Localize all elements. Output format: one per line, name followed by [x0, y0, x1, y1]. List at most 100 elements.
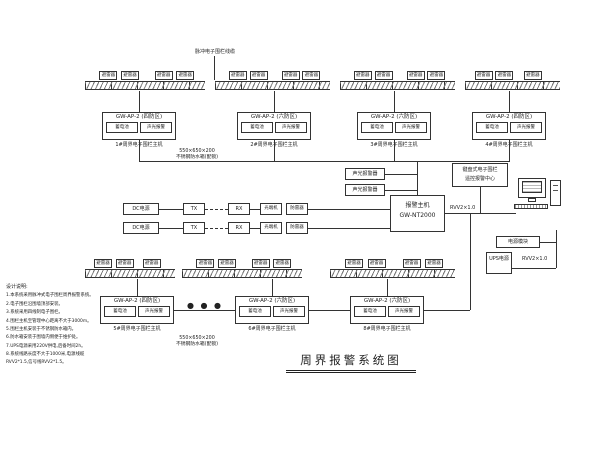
rx-box: RX [228, 203, 250, 215]
fence-segment-2: 避雷器 避雷器 避雷器 避雷器 [215, 70, 330, 92]
connector-line [250, 228, 260, 229]
ups-box: UPS电源 [486, 252, 512, 274]
module-box: 光端机 [260, 222, 282, 234]
arrester-box: 避雷器 [94, 259, 112, 268]
fence-cable-label: 脉冲电子围栏线缆 [194, 49, 235, 55]
fiber-link-line [205, 209, 228, 210]
battery-box: 蓄电池 [239, 306, 271, 317]
arrester-box: 避雷器 [273, 259, 292, 268]
note-item: 4.围栏主机至管理中心距离不大于3000m。 [6, 318, 92, 324]
bus-line [139, 161, 510, 162]
controller-model: GW-AP-2 (六防区) [248, 298, 296, 304]
siren-box: 声光报警 [138, 306, 170, 317]
connector-line [385, 190, 417, 191]
arrester-box: 避雷器 [251, 259, 270, 268]
controller-model: GW-AP-2 (四防区) [113, 298, 161, 304]
connector-line [159, 209, 183, 210]
siren-box: 声光报警 [395, 122, 427, 133]
arrester-box: 避雷器 [142, 259, 161, 268]
note-item: 2.电子围栏沿围墙顶部安装。 [6, 301, 63, 307]
connector-line [274, 91, 275, 112]
controller-caption: 5#周界电子围栏主机 [113, 326, 161, 332]
fence-segment-7: 避雷器 避雷器 避雷器 避雷器 [330, 258, 455, 280]
connector-line [512, 268, 556, 269]
tx-box: TX [183, 222, 205, 234]
note-item: 8.系统线路长度不大于1000米,电源线缆 RVV2*1.5,信号线RVV2*1… [6, 352, 85, 365]
enclosure-label: 不锈钢防水箱(配锁) [175, 342, 219, 347]
leader-line [214, 56, 215, 80]
keyboard-icon [514, 204, 548, 209]
siren-box: 声光报警 [273, 306, 305, 317]
battery-box: 蓄电池 [241, 122, 273, 133]
tx-box: TX [183, 203, 205, 215]
arrester-box: 避雷器 [196, 259, 215, 268]
monitor-stand-icon [528, 198, 536, 202]
note-item: 6.防水箱安装于围墙内侧便于维护处。 [6, 335, 81, 341]
arrester-box: 避雷器 [425, 259, 443, 268]
notes-header: 设计说明: [6, 284, 28, 290]
module-box: 防雷器 [286, 222, 308, 234]
computer-tower-icon [550, 180, 561, 206]
connector-line [139, 140, 140, 161]
arrester-box: 避雷器 [154, 71, 173, 80]
connector-line [470, 213, 471, 310]
fence-band [330, 269, 455, 278]
connector-line [445, 213, 516, 214]
fence-controller-5: GW-AP-2 (四防区) 蓄电池 声光报警 [100, 296, 174, 324]
connector-line [387, 279, 388, 296]
dc-power-box: DC电源 [123, 222, 159, 234]
battery-box: 蓄电池 [106, 122, 138, 133]
fence-controller-2: GW-AP-2 (六防区) 蓄电池 声光报警 [237, 112, 311, 140]
arrester-box: 避雷器 [367, 259, 386, 268]
controller-caption: 8#周界电子围栏主机 [363, 326, 411, 332]
cable-label: RVV2×1.0 [522, 256, 548, 262]
fence-segment-4: 避雷器 避雷器 避雷器 [465, 70, 560, 92]
battery-box: 蓄电池 [354, 306, 386, 317]
fence-band [85, 269, 175, 278]
fiber-link-line [205, 228, 228, 229]
connector-line [250, 209, 260, 210]
arrester-box: 避雷器 [427, 71, 446, 80]
siren-box: 声光报警 [510, 122, 542, 133]
siren-box: 声光报警器 [345, 184, 385, 196]
fence-controller-8: GW-AP-2 (六防区) 蓄电池 声光报警 [350, 296, 424, 324]
fence-controller-6: GW-AP-2 (六防区) 蓄电池 声光报警 [235, 296, 309, 324]
alarm-host-box: 报警主机 GW-NT2000 [390, 195, 445, 232]
fence-band [85, 81, 205, 90]
arrester-box: 避雷器 [523, 71, 542, 80]
bus-line [424, 310, 470, 311]
note-item: 7.UPS电源采用220V供电,后备时间2h。 [6, 343, 86, 349]
arrester-box: 避雷器 [281, 71, 300, 80]
module-box: 光端机 [260, 203, 282, 215]
arrester-box: 避雷器 [402, 259, 421, 268]
fence-segment-5: 避雷器 避雷器 避雷器 [85, 258, 175, 280]
cable-label: RVV2×1.0 [450, 205, 476, 211]
siren-box: 声光报警 [388, 306, 420, 317]
siren-box: 声光报警 [275, 122, 307, 133]
fence-controller-4: GW-AP-2 (四防区) 蓄电池 声光报警 [472, 112, 546, 140]
battery-box: 蓄电池 [476, 122, 508, 133]
note-item: 3.系统采用四线制电子围栏。 [6, 310, 63, 316]
fence-band [465, 81, 560, 90]
siren-box: 声光报警器 [345, 168, 385, 180]
note-item: 5.围栏主机安装于不锈钢防水箱内。 [6, 327, 77, 333]
connector-line [159, 228, 183, 229]
ellipsis-dots: ● ● ● [186, 301, 224, 310]
arrester-box: 避雷器 [345, 259, 363, 268]
arrester-box: 避雷器 [176, 71, 195, 80]
controller-model: GW-AP-2 (六防区) [363, 298, 411, 304]
arrester-box: 避雷器 [228, 71, 247, 80]
monitor-icon [518, 178, 546, 198]
screen-icon [522, 181, 542, 193]
arrester-box: 避雷器 [99, 71, 118, 80]
siren-box: 声光报警 [140, 122, 172, 133]
battery-box: 蓄电池 [361, 122, 393, 133]
enclosure-size: 550×650×200 [179, 149, 215, 154]
fence-band [182, 269, 302, 278]
arrester-box: 避雷器 [406, 71, 425, 80]
connector-line [308, 209, 390, 210]
arrester-box: 避雷器 [374, 71, 393, 80]
fence-segment-3: 避雷器 避雷器 避雷器 避雷器 [340, 70, 455, 92]
arrester-box: 避雷器 [353, 71, 372, 80]
